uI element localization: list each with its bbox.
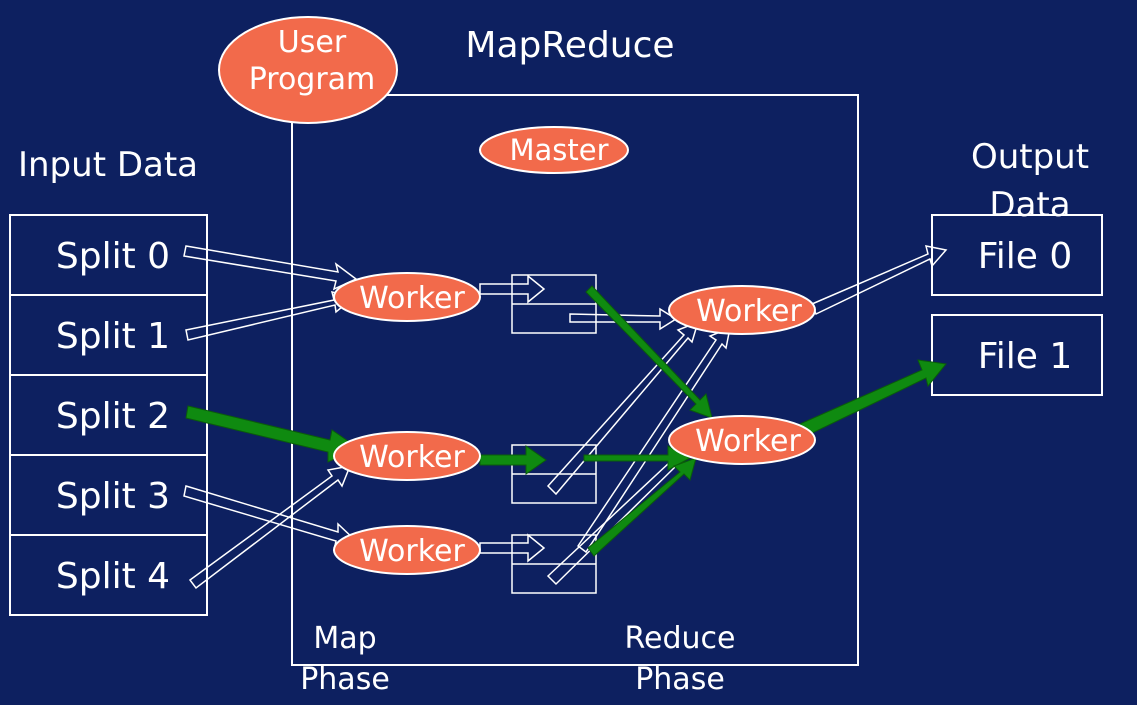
user-program-node xyxy=(218,16,398,124)
split-box-4 xyxy=(9,534,208,616)
input-splits: Split 0 Split 1 Split 2 Split 3 Split 4 xyxy=(9,214,208,616)
reduce-worker-node-2 xyxy=(668,415,816,465)
output-data-heading-line1: Output xyxy=(971,137,1089,177)
split-label-3: Split 3 xyxy=(56,476,170,517)
arrow-buffer2-reduceA xyxy=(576,326,732,554)
file-box-0 xyxy=(931,214,1103,296)
reduce-phase-line2: Phase xyxy=(635,662,725,697)
green-arrow-reduceB-file1 xyxy=(799,359,947,437)
map-worker-node-2 xyxy=(333,431,481,481)
input-data-heading: Input Data xyxy=(18,145,198,185)
green-arrow-buffer0-reduceB xyxy=(585,285,713,419)
green-arrow-split2-worker2 xyxy=(185,405,360,463)
master-node xyxy=(479,126,629,174)
map-worker-label-1: Worker xyxy=(359,281,465,316)
split-label-0: Split 0 xyxy=(56,236,170,277)
map-worker-node-1 xyxy=(333,272,481,322)
arrow-split0-worker1 xyxy=(183,245,358,291)
output-data-heading-line2: Data xyxy=(989,185,1070,225)
mapreduce-box xyxy=(291,94,859,666)
master-label: Master xyxy=(509,133,608,167)
reduce-worker-label-2: Worker xyxy=(695,424,801,459)
highlight-path-arrows xyxy=(185,285,947,557)
map-worker-label-2: Worker xyxy=(359,440,465,475)
diagram-title: MapReduce xyxy=(465,25,674,66)
file-box-1 xyxy=(931,314,1103,396)
arrow-buffer1-reduceA xyxy=(546,320,700,496)
arrow-buffer0-reduceA xyxy=(569,307,678,331)
arrow-split1-worker1 xyxy=(185,290,356,341)
map-phase-line1: Map xyxy=(313,621,376,656)
green-arrow-worker2-buffer1 xyxy=(479,445,547,475)
arrow-worker3-buffer xyxy=(479,533,546,563)
green-arrow-buffer2-reduceB xyxy=(587,457,697,557)
reduce-phase-line1: Reduce xyxy=(625,621,736,656)
file-label-0: File 0 xyxy=(978,236,1073,277)
arrow-worker1-buffer xyxy=(479,274,546,304)
arrow-split3-worker3 xyxy=(183,485,358,552)
map-worker-label-3: Worker xyxy=(359,534,465,569)
arrow-reduceA-file0 xyxy=(811,245,948,316)
user-program-line1: User xyxy=(278,25,347,60)
file-label-1: File 1 xyxy=(978,336,1073,377)
split-label-1: Split 1 xyxy=(56,316,170,357)
split-label-4: Split 4 xyxy=(56,556,170,597)
map-phase-line2: Phase xyxy=(300,662,390,697)
reduce-worker-node-1 xyxy=(668,285,816,335)
map-worker-node-3 xyxy=(333,525,481,575)
user-program-line2: Program xyxy=(249,62,376,97)
split-label-2: Split 2 xyxy=(56,396,170,437)
reduce-worker-label-1: Worker xyxy=(696,294,802,329)
arrow-split4-worker2 xyxy=(188,465,352,590)
